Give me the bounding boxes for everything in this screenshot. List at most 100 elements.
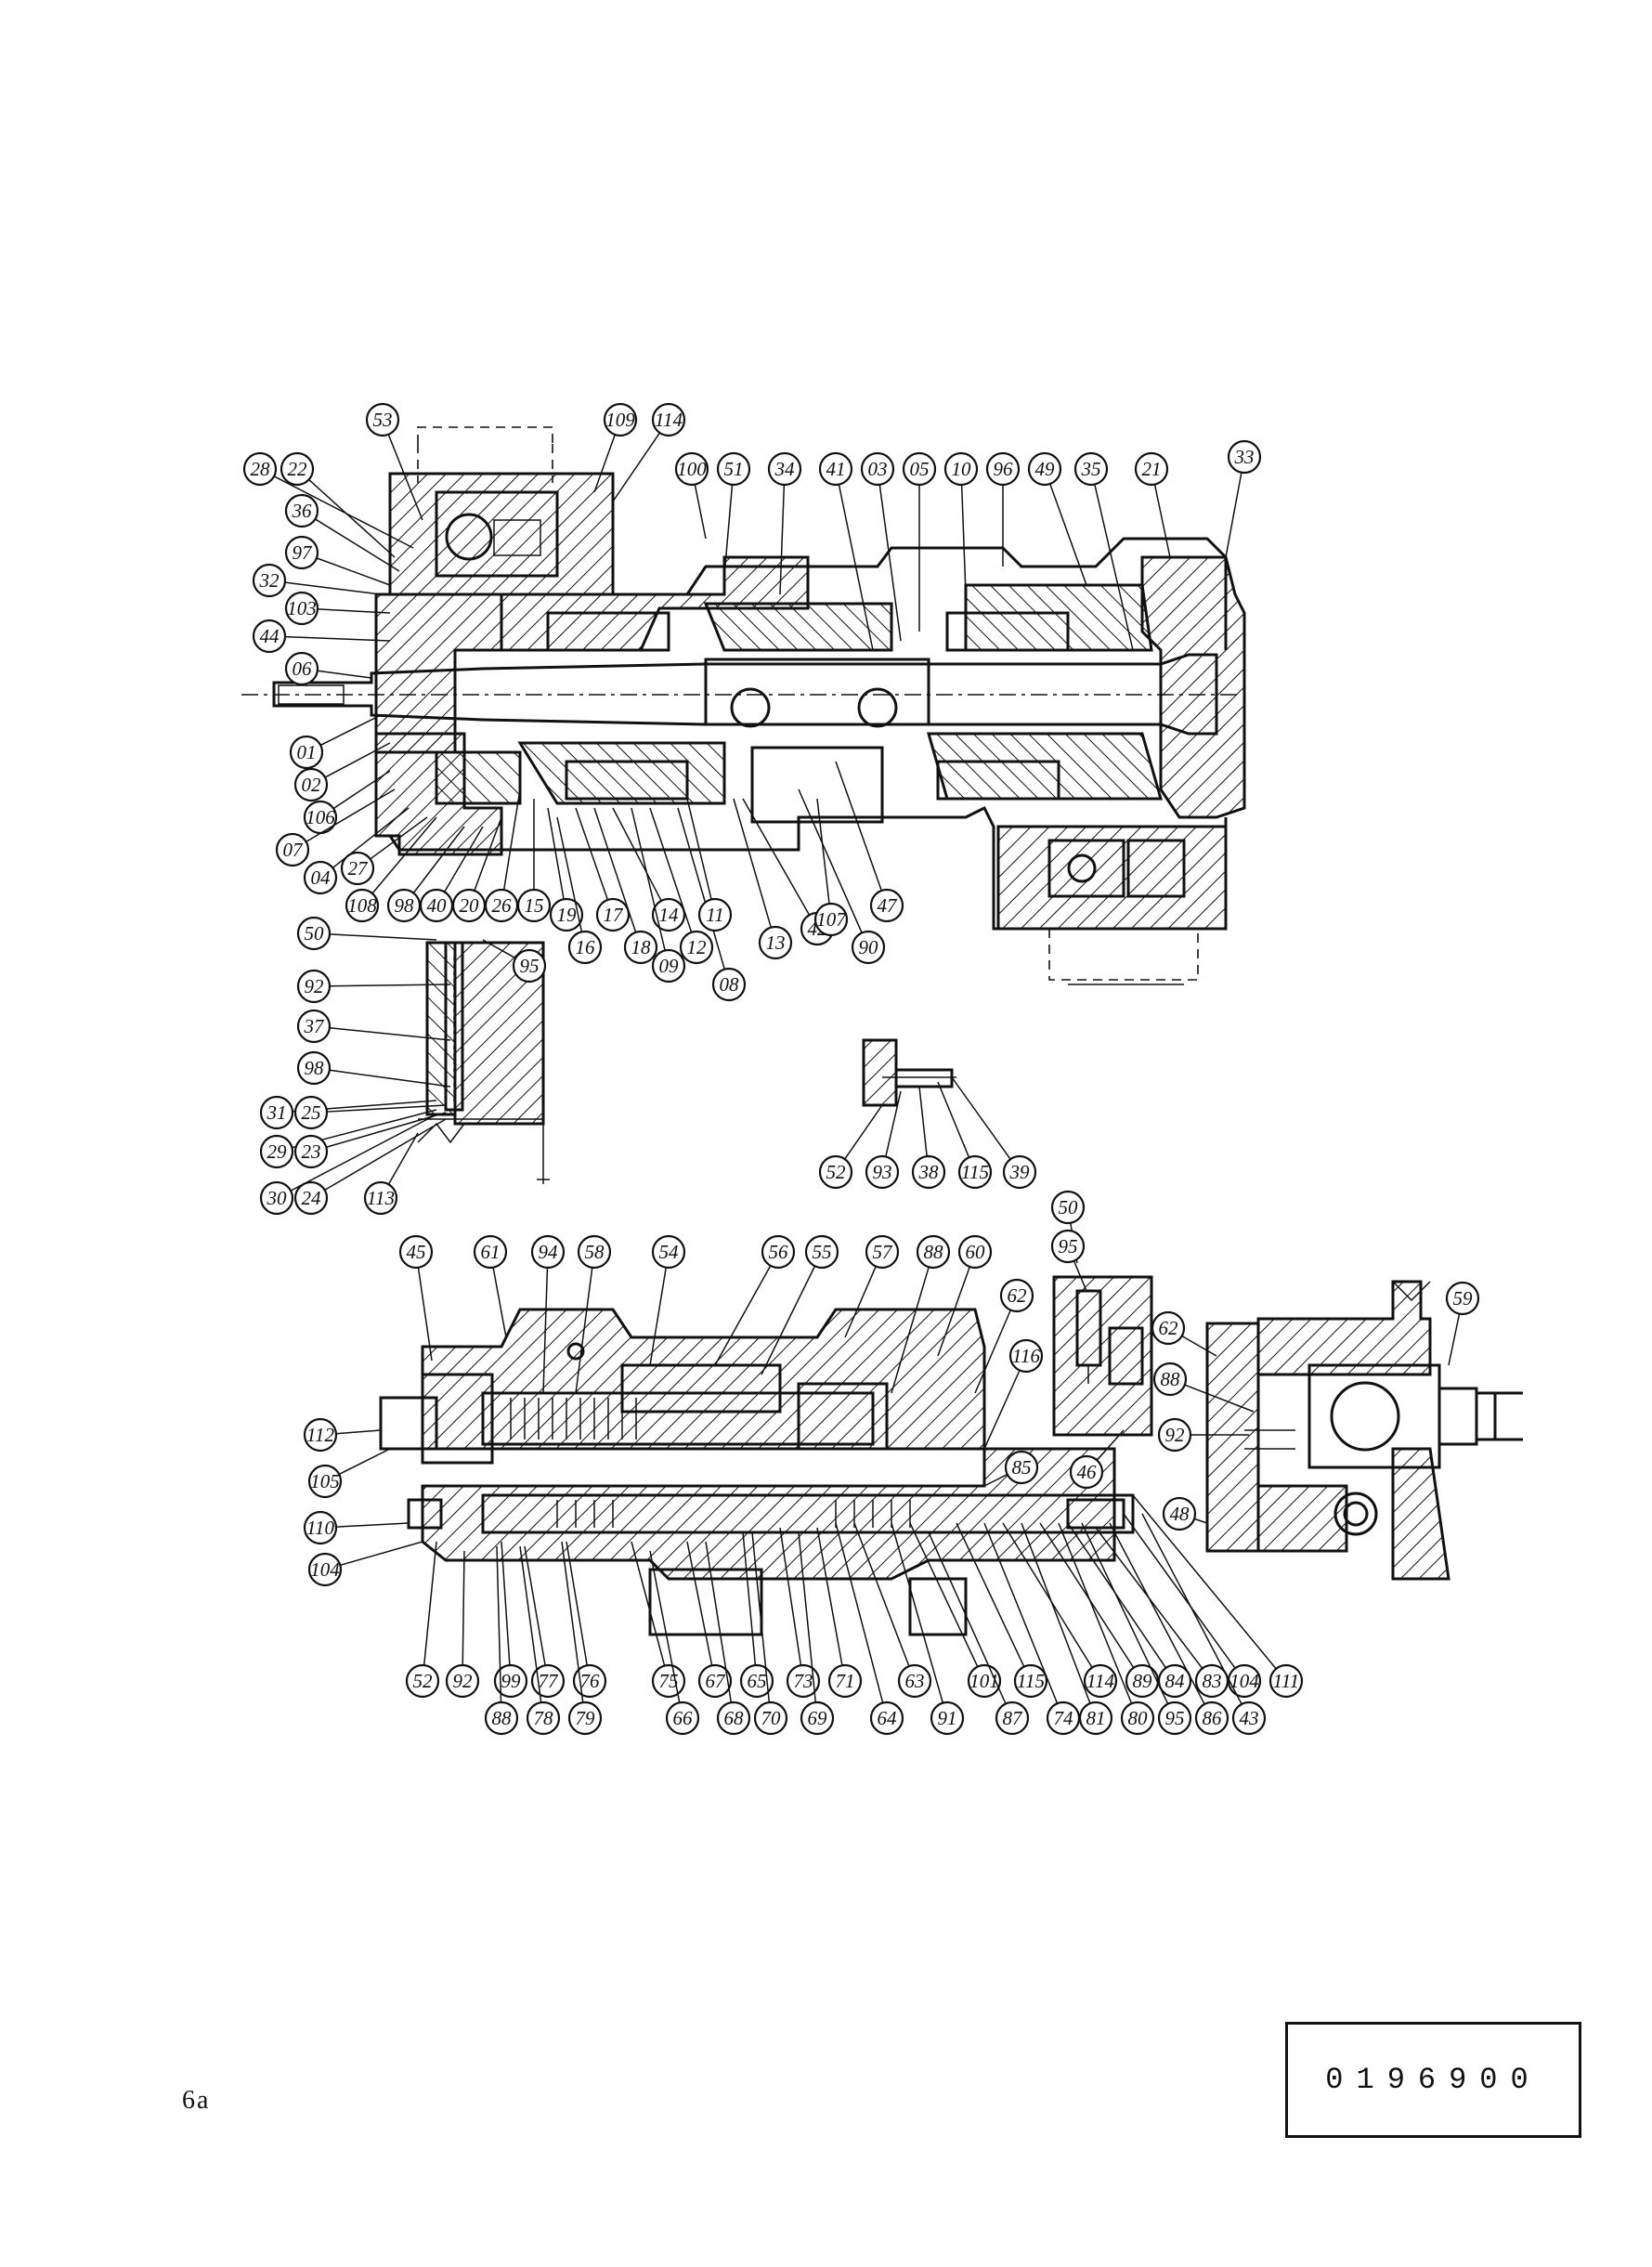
leader-line xyxy=(686,798,712,900)
leader-line xyxy=(1039,1522,1135,1669)
callout-circle xyxy=(293,1095,329,1130)
callout-96: 96 xyxy=(985,451,1021,567)
document-number: 0196900 xyxy=(1325,2063,1541,2097)
callout-label: 91 xyxy=(938,1707,957,1729)
callout-circle xyxy=(651,402,686,437)
callout-43: 43 xyxy=(1141,1513,1267,1736)
leader-line xyxy=(284,581,382,595)
callout-label: 87 xyxy=(1003,1707,1024,1729)
leader-line xyxy=(1021,1522,1091,1704)
callout-label: 114 xyxy=(1086,1670,1114,1692)
callout-90: 90 xyxy=(798,788,886,965)
callout-label: 29 xyxy=(267,1140,288,1163)
leader-line xyxy=(649,1550,681,1703)
leader-line xyxy=(677,807,725,970)
callout-68: 68 xyxy=(705,1541,751,1736)
callout-03: 03 xyxy=(860,451,902,642)
callout-circle xyxy=(307,1552,343,1587)
callout-label: 01 xyxy=(297,741,317,763)
callout-circle xyxy=(818,1154,853,1190)
callout-label: 19 xyxy=(557,904,578,926)
callout-circle xyxy=(259,1180,294,1216)
callout-label: 77 xyxy=(539,1670,560,1692)
leader-line xyxy=(1094,484,1134,651)
document-number-box: 0196900 xyxy=(1285,2022,1581,2138)
callout-circle xyxy=(296,1050,332,1086)
callout-107: 107 xyxy=(813,798,849,937)
leader-line xyxy=(983,1522,1059,1704)
callout-18: 18 xyxy=(593,807,658,965)
leader-line xyxy=(284,635,391,642)
leader-line xyxy=(575,807,609,901)
callout-label: 101 xyxy=(969,1670,999,1692)
callout-label: 67 xyxy=(706,1670,727,1692)
leader-line xyxy=(937,1081,970,1158)
callout-label: 110 xyxy=(306,1517,334,1539)
callout-74: 74 xyxy=(983,1522,1081,1736)
callout-11: 11 xyxy=(686,798,733,932)
callout-label: 14 xyxy=(659,904,680,926)
callout-circle xyxy=(911,1154,946,1190)
leader-line xyxy=(686,1541,713,1666)
callout-circle xyxy=(1050,1229,1086,1264)
callout-58: 58 xyxy=(575,1234,612,1394)
callout-65: 65 xyxy=(739,1531,774,1699)
leader-line xyxy=(1073,1260,1087,1292)
leader-line xyxy=(928,1531,1007,1704)
callout-40: 40 xyxy=(419,826,484,923)
callout-circle xyxy=(293,1180,329,1216)
callout-05: 05 xyxy=(902,451,937,632)
callout-label: 78 xyxy=(534,1707,554,1729)
leader-line xyxy=(798,788,863,933)
callout-label: 106 xyxy=(306,806,335,828)
callout-circle xyxy=(985,451,1021,487)
callout-circle xyxy=(484,1700,519,1736)
callout-label: 61 xyxy=(481,1241,501,1263)
callout-label: 03 xyxy=(868,458,888,480)
callout-circle xyxy=(897,1663,932,1699)
callout-circle xyxy=(303,1510,338,1545)
leader-line xyxy=(951,1076,1011,1160)
callout-circle xyxy=(340,851,375,886)
leader-line xyxy=(556,816,583,932)
callout-22: 22 xyxy=(280,451,396,558)
callout-55: 55 xyxy=(761,1234,839,1375)
callout-85: 85 xyxy=(983,1450,1039,1487)
callout-label: 116 xyxy=(1012,1345,1040,1367)
leader-line xyxy=(496,1545,502,1703)
callout-69: 69 xyxy=(798,1531,835,1736)
callout-label: 21 xyxy=(1142,458,1162,480)
leader-line xyxy=(918,1086,928,1157)
leader-line xyxy=(566,1541,588,1666)
callout-circle xyxy=(526,1700,561,1736)
callout-circle xyxy=(1050,1190,1086,1225)
callout-label: 86 xyxy=(1203,1707,1223,1729)
callout-label: 34 xyxy=(774,458,796,480)
leader-line xyxy=(751,1531,771,1703)
callout-95: 95 xyxy=(1050,1229,1087,1292)
callout-circle xyxy=(860,451,895,487)
callout-103: 103 xyxy=(284,591,391,626)
leader-line xyxy=(1109,1522,1205,1705)
callout-label: 103 xyxy=(287,597,317,619)
callout-circle xyxy=(674,451,709,487)
leader-line xyxy=(937,1266,970,1357)
callout-53: 53 xyxy=(365,402,423,521)
callout-label: 112 xyxy=(306,1424,334,1446)
leader-line xyxy=(649,1267,667,1366)
callout-100: 100 xyxy=(674,451,709,540)
callout-04: 04 xyxy=(303,807,410,895)
callout-circle xyxy=(512,948,547,984)
callout-circle xyxy=(259,1134,294,1169)
callout-label: 114 xyxy=(655,409,683,431)
leader-line xyxy=(960,484,967,595)
callout-circle xyxy=(252,619,287,654)
callout-50: 50 xyxy=(296,916,437,951)
leader-line xyxy=(387,1132,419,1185)
leader-line xyxy=(835,1522,884,1703)
leader-line xyxy=(891,1522,944,1703)
callout-37: 37 xyxy=(296,1009,451,1044)
callout-28: 28 xyxy=(242,451,414,549)
callout-circle xyxy=(1227,439,1262,475)
callout-111: 111 xyxy=(1132,1494,1304,1699)
